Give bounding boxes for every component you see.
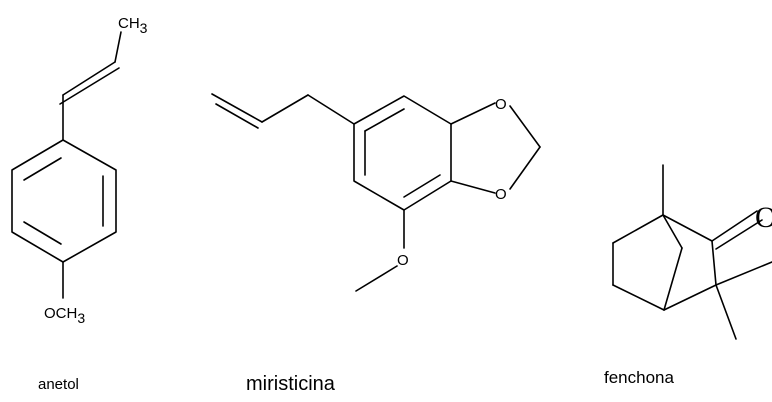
fenchona-label: fenchona: [604, 368, 674, 387]
fenchona-carbonyl-bond-a: [711, 210, 758, 242]
anetol-label: anetol: [38, 376, 79, 393]
fenchona-carbonyl-oxygen: O: [755, 201, 772, 234]
miristicina-methoxy-oxygen: O: [397, 252, 409, 269]
miristicina-ring-inner-bond-1: [364, 108, 405, 132]
anetol-bottom-group-subscript: 3: [77, 310, 85, 326]
anetol-bottom-group-main: OCH: [44, 305, 77, 322]
fenchona-carbonyl-bond-b: [715, 219, 763, 250]
fenchona-structure: O fenchona: [604, 164, 772, 387]
miristicina-benzene-ring: [353, 95, 452, 211]
miristicina-dioxole-bond-4: [509, 146, 541, 190]
anetol-chain-double-bond-a: [62, 61, 116, 96]
anetol-top-group-main: CH: [118, 15, 140, 32]
miristicina-ring-inner-bond-3: [403, 174, 441, 198]
fenchona-bridge-bond-1: [662, 214, 683, 249]
fenchona-methyl-bond-1: [715, 284, 737, 340]
fenchona-bridge-bond-2: [663, 247, 683, 311]
fenchona-ring-bond-5: [711, 240, 717, 286]
anetol-chain-double-bond-b: [59, 67, 120, 105]
anetol-top-group-subscript: 3: [140, 20, 148, 36]
anetol-ring-inner-bond-3: [23, 221, 62, 245]
anetol-top-group: CH3: [118, 15, 148, 36]
fenchona-ring-bond-6: [663, 284, 717, 311]
anetol-chain-bond-2: [114, 31, 122, 63]
miristicina-allyl-bond-2: [307, 94, 355, 125]
miristicina-dioxole-oxygen-bottom: O: [495, 186, 507, 203]
fenchona-ring-bond-4: [662, 214, 713, 242]
miristicina-allyl-double-bond-b: [215, 103, 259, 129]
anetol-ring-inner-bond-1: [23, 157, 62, 181]
anetol-bottom-group: OCH3: [44, 305, 85, 326]
fenchona-ring-bond-3: [612, 284, 665, 311]
miristicina-dioxole-bond-3: [509, 105, 541, 148]
fenchona-ring-bond-1: [612, 214, 664, 244]
miristicina-allyl-double-bond-a: [211, 93, 263, 123]
miristicina-structure: O O O miristicina: [211, 93, 541, 395]
miristicina-dioxole-bond-2: [450, 180, 496, 194]
miristicina-methoxy-bond-2: [355, 265, 398, 292]
anetol-benzene-ring: [11, 139, 117, 263]
miristicina-label: miristicina: [246, 373, 336, 395]
fenchona-methyl-bond-2: [715, 261, 772, 286]
anetol-structure: CH3 OCH3 anetol: [11, 15, 148, 393]
miristicina-dioxole-oxygen-top: O: [495, 96, 507, 113]
miristicina-dioxole-bond-1: [450, 102, 496, 125]
miristicina-allyl-bond-1: [261, 94, 309, 123]
